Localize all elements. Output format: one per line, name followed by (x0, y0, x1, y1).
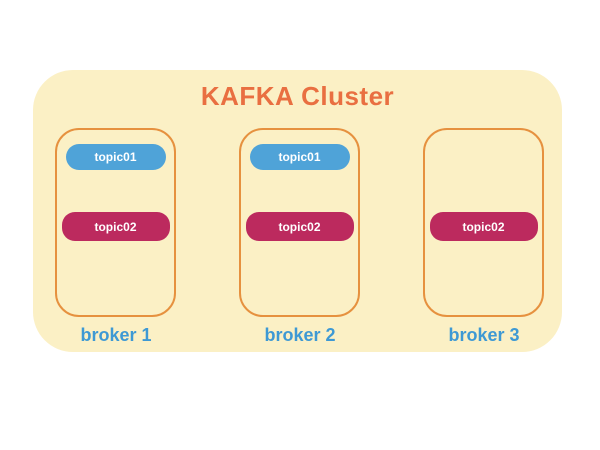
brokers-row: topic01 topic02 broker 1 topic01 topic02 b… (33, 70, 562, 352)
topic-pill-topic01: topic01 (249, 144, 350, 170)
broker-box-1: topic01 topic02 (55, 128, 176, 317)
cluster-title: KAFKA Cluster (200, 81, 395, 111)
broker-box-3: topic02 (423, 128, 544, 317)
broker-group-1: topic01 topic02 broker 1 (55, 128, 177, 346)
broker-group-3: topic02 broker 3 (423, 128, 545, 346)
broker-group-2: topic01 topic02 broker 2 (239, 128, 361, 346)
broker-label: broker 2 (264, 325, 336, 345)
broker-box-2: topic01 topic02 (239, 128, 360, 317)
topic-pill-topic02: topic02 (429, 212, 538, 241)
broker-label: broker 3 (448, 325, 520, 345)
topic-pill-topic02: topic02 (245, 212, 354, 241)
broker-label: broker 1 (80, 325, 152, 345)
topic-pill-topic01: topic01 (65, 144, 166, 170)
topic-pill-topic02: topic02 (61, 212, 170, 241)
kafka-cluster-container: KAFKA Cluster topic01 topic02 broker 1 to… (33, 70, 562, 352)
